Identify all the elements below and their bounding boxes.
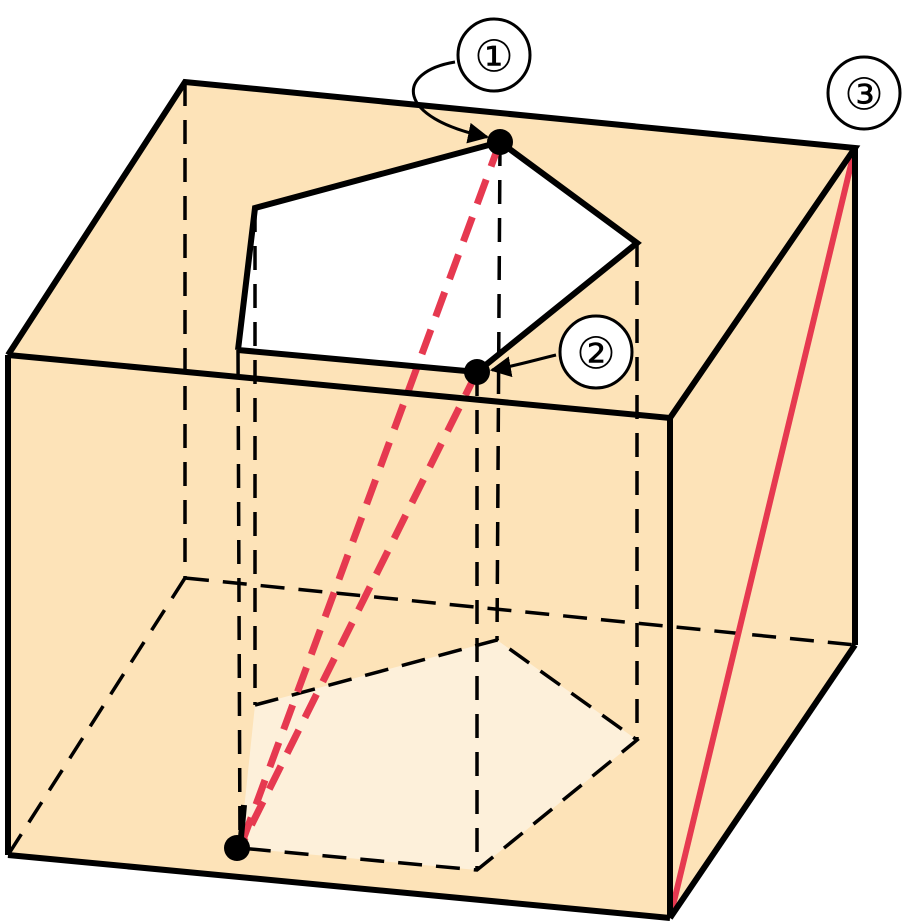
label-one-text: ①	[474, 32, 513, 83]
hidden-edges	[6, 82, 856, 872]
diagonal-3-solid	[667, 147, 858, 919]
visible-edges	[5, 78, 861, 921]
label-one: ①	[456, 17, 532, 93]
diagonal-1-dashed	[236, 140, 504, 850]
diagonal-2-dashed	[236, 370, 481, 850]
cube-body	[8, 82, 855, 918]
label-three-text: ③	[844, 70, 883, 121]
bottom-pentagon	[240, 640, 637, 870]
vertex-point-1	[487, 129, 513, 155]
red-diagonals	[236, 140, 858, 919]
label-arrows	[411, 60, 557, 378]
label-two: ②	[558, 314, 634, 390]
vertex-point-bottom	[224, 835, 250, 861]
label-two-text: ②	[576, 329, 615, 380]
top-hole	[238, 142, 637, 372]
vertex-point-2	[464, 359, 490, 385]
label-three: ③	[826, 55, 902, 131]
vertex-points	[224, 129, 513, 861]
